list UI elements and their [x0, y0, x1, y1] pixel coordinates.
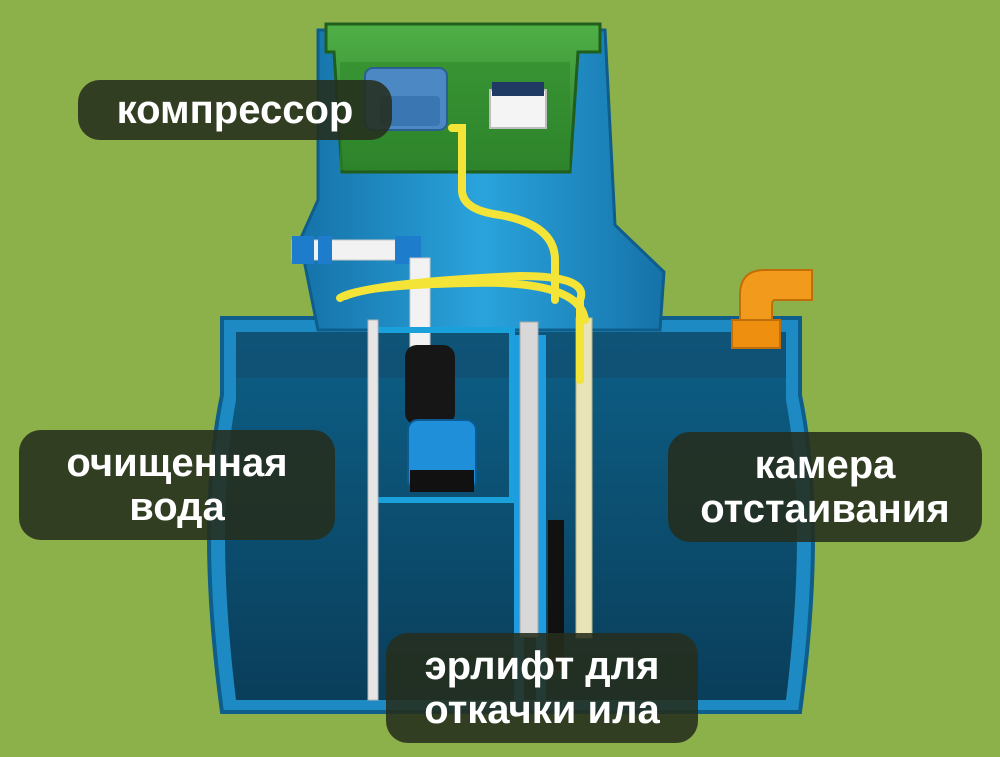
partition-walls [514, 335, 546, 700]
air-hoses [336, 124, 589, 384]
label-compressor: компрессор [78, 80, 392, 140]
label-settling-line2: отстаивания [700, 487, 950, 531]
label-settling-line1: камера [754, 443, 896, 487]
inlet-pipe [731, 269, 813, 349]
label-clean-water: очищенная вода [19, 430, 335, 540]
label-clean-water-line1: очищенная [66, 441, 288, 485]
label-settling-chamber: камера отстаивания [668, 432, 982, 542]
label-airlift-line2: откачки ила [424, 688, 660, 732]
label-clean-water-line2: вода [129, 485, 225, 529]
label-airlift: эрлифт для откачки ила [386, 633, 698, 743]
airlift-pipes [367, 317, 593, 701]
label-airlift-line1: эрлифт для [424, 644, 660, 688]
control-box [489, 82, 547, 129]
label-compressor-text: компрессор [116, 88, 354, 132]
